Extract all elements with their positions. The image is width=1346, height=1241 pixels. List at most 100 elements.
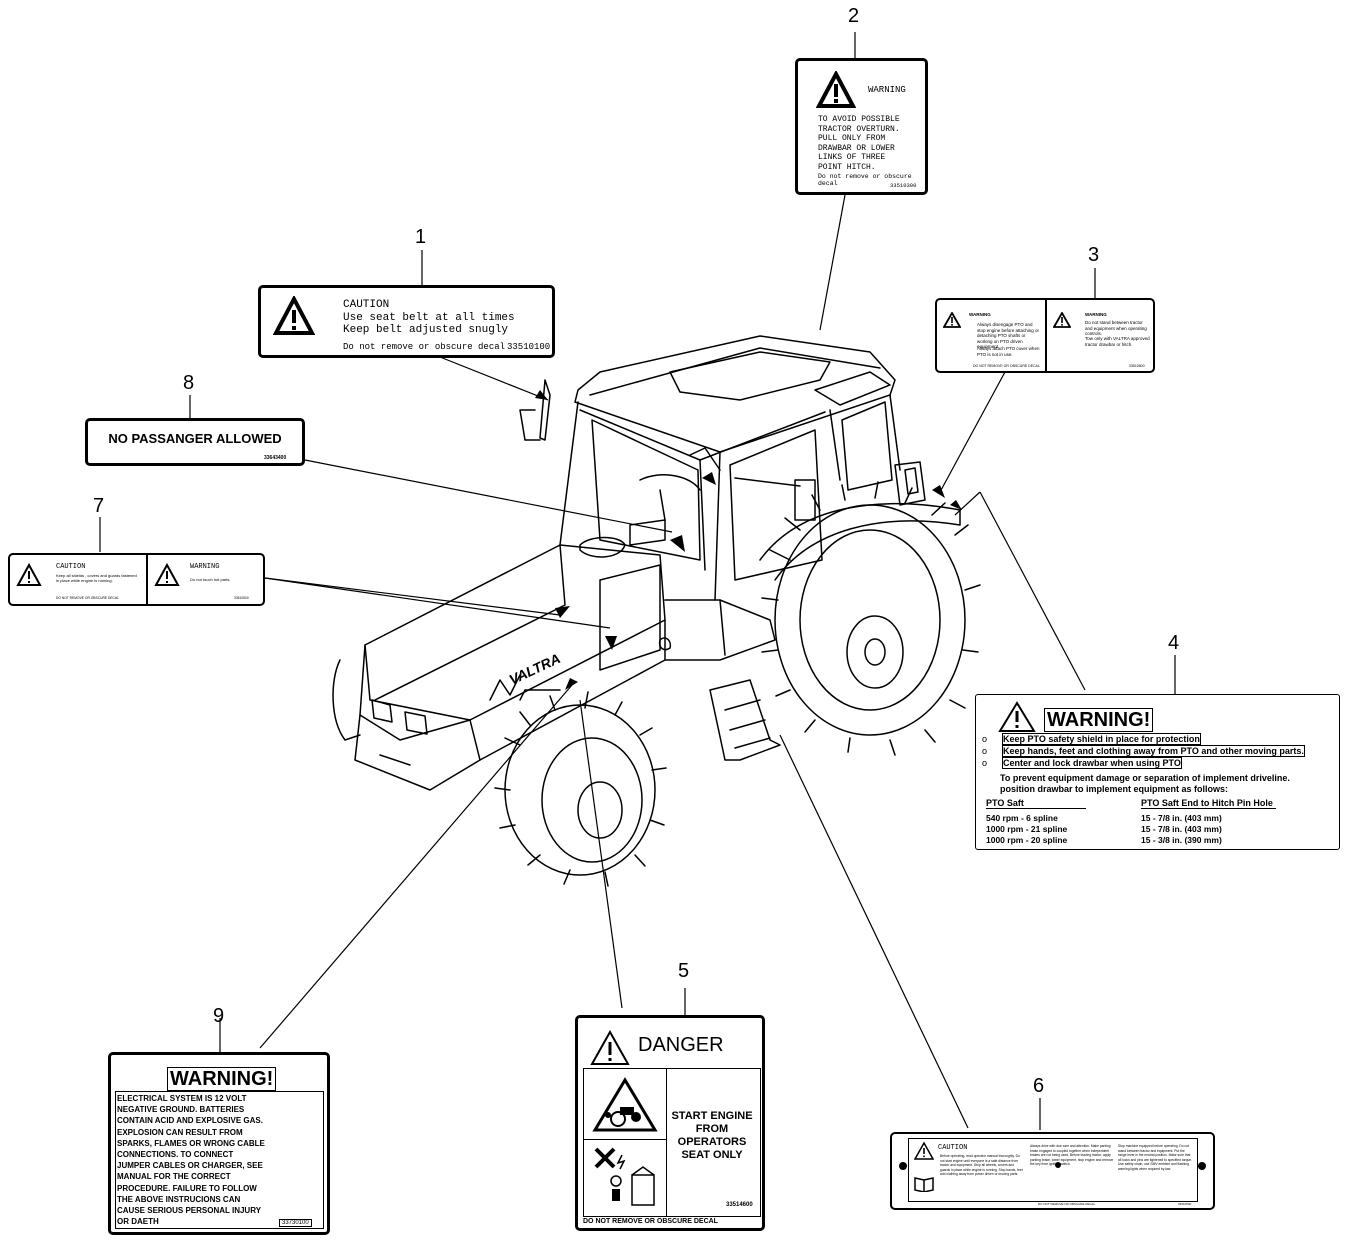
decal-2-heading: WARNING bbox=[868, 85, 906, 95]
decal-4-cell: 540 rpm - 6 spline bbox=[986, 813, 1058, 823]
warning-triangle-icon bbox=[154, 563, 180, 586]
decal-6-rivet bbox=[899, 1162, 907, 1170]
decal-9-line: NEGATIVE GROUND. BATTERIES bbox=[117, 1105, 245, 1115]
decal-1-line-2: Keep belt adjusted snugly bbox=[343, 324, 509, 336]
decal-5-message-line: OPERATORS bbox=[677, 1136, 747, 1148]
decal-3-right-heading: WARNING bbox=[1085, 312, 1107, 317]
callout-2: 2 bbox=[848, 5, 860, 27]
callout-6: 6 bbox=[1033, 1075, 1045, 1097]
leader-lines bbox=[99, 32, 1176, 1130]
decal-9-line: EXPLOSION CAN RESULT FROM bbox=[117, 1127, 243, 1137]
decal-2-line: TO AVOID POSSIBLE bbox=[818, 115, 900, 124]
decal-5-footer: DO NOT REMOVE OR OBSCURE DECAL bbox=[583, 1218, 718, 1225]
callout-7: 7 bbox=[93, 495, 105, 517]
decal-2-line: LINKS OF THREE bbox=[818, 153, 886, 162]
battery-spark-hazard-icon bbox=[594, 1147, 655, 1206]
decal-7-shields-hot-parts: CAUTION Keep all shields , covers and gu… bbox=[8, 553, 265, 606]
callout-8: 8 bbox=[183, 372, 195, 394]
decal-4-cell: 1000 rpm - 21 spline bbox=[986, 824, 1068, 834]
warning-triangle-icon bbox=[914, 1142, 934, 1160]
decal-4-bullet-text: Keep hands, feet and clothing away from … bbox=[1002, 745, 1305, 757]
decal-7-left-heading: CAUTION bbox=[56, 563, 86, 571]
decal-5-part-number: 33514600 bbox=[726, 1202, 753, 1208]
decal-5-message-line: FROM bbox=[695, 1123, 729, 1135]
decal-5-message-line: START ENGINE bbox=[671, 1110, 753, 1122]
warning-triangle-icon bbox=[1053, 312, 1071, 328]
decal-4-cell: 15 - 7/8 in. (403 mm) bbox=[1141, 813, 1222, 823]
tractor-brand-label: VALTRA bbox=[507, 650, 563, 688]
warning-triangle-icon bbox=[943, 312, 961, 328]
decal-4-col2-header: PTO Saft End to Hitch Pin Hole bbox=[1141, 798, 1276, 809]
decal-6-column-1: Before operating, read operator manual t… bbox=[940, 1154, 1023, 1177]
warning-triangle-icon bbox=[16, 563, 42, 586]
callout-9: 9 bbox=[213, 1005, 225, 1027]
decal-5-horizontal-divider bbox=[584, 1139, 666, 1140]
decal-8-part-number: 33643400 bbox=[264, 455, 287, 461]
decal-1-part-number: 33510100 bbox=[507, 342, 551, 352]
decal-5-danger-start-engine: DANGER START ENGINE FROM OPERATORS SEAT … bbox=[575, 1015, 765, 1231]
decal-4-heading: WARNING! bbox=[1044, 708, 1154, 732]
decal-3-left-text-2: Always attach PTO cover when PTO is not … bbox=[977, 346, 1040, 357]
decal-3-right-text-1: Do not stand between tractor and equipme… bbox=[1085, 320, 1147, 336]
decal-9-line: ELECTRICAL SYSTEM IS 12 VOLT bbox=[117, 1094, 247, 1103]
warning-triangle-icon bbox=[590, 1030, 630, 1065]
decal-2-line: TRACTOR OVERTURN. bbox=[818, 124, 900, 134]
decal-6-part-number: 33510500 bbox=[1178, 1202, 1192, 1206]
decal-4-intro-2: position drawbar to implement equipment … bbox=[1000, 784, 1229, 794]
decal-1-heading: CAUTION bbox=[343, 299, 390, 311]
decal-2-part-number: 33510300 bbox=[890, 182, 917, 189]
decal-4-row: 540 rpm - 6 spline 15 - 7/8 in. (403 mm) bbox=[986, 813, 1222, 824]
decal-6-footer: DO NOT REMOVE OR OBSCURE DECAL bbox=[1038, 1202, 1096, 1206]
decal-4-intro-1: To prevent equipment damage or separatio… bbox=[1000, 773, 1290, 783]
decal-4-cell: 1000 rpm - 20 spline bbox=[986, 835, 1068, 845]
decal-1-footer: Do not remove or obscure decal bbox=[343, 342, 506, 352]
decal-5-message: START ENGINE FROM OPERATORS SEAT ONLY bbox=[666, 1110, 758, 1162]
decal-4-bullet-text: Center and lock drawbar when using PTO bbox=[1002, 757, 1182, 769]
decal-2-text: TO AVOID POSSIBLE TRACTOR OVERTURN. PULL… bbox=[818, 115, 900, 172]
decal-6-heading: CAUTION bbox=[938, 1144, 968, 1152]
decal-1-line-1: Use seat belt at all times bbox=[343, 312, 515, 324]
decal-9-line: THE ABOVE INSTRUCIONS CAN bbox=[117, 1194, 241, 1204]
decal-1-seat-belt: CAUTION Use seat belt at all times Keep … bbox=[258, 285, 555, 358]
warning-triangle-icon bbox=[273, 296, 315, 335]
decal-7-right-text: Do not touch hot parts. bbox=[190, 577, 231, 582]
decal-9-line: CAUSE SERIOUS PERSONAL INJURY bbox=[117, 1206, 262, 1216]
decal-3-left-footer: DO NOT REMOVE OR OBSCURE DECAL bbox=[973, 364, 1040, 368]
decal-7-left-footer: DO NOT REMOVE OR OBSCURE DECAL bbox=[56, 596, 119, 600]
decal-3-right-text-2: Tow only with VALTRA approved tractor dr… bbox=[1085, 336, 1150, 347]
decal-9-battery-warning: WARNING! ELECTRICAL SYSTEM IS 12 VOLT NE… bbox=[108, 1052, 330, 1235]
decal-9-line: PROCEDURE. FAILURE TO FOLLOW bbox=[117, 1183, 257, 1193]
warning-triangle-icon bbox=[998, 701, 1036, 732]
decal-9-line: JUMPER CABLES OR CHARGER, SEE bbox=[117, 1161, 263, 1171]
decal-2-footer: Do not remove or obscure decal bbox=[818, 173, 912, 187]
decal-7-divider bbox=[146, 555, 148, 604]
decal-9-line: SPARKS, FLAMES OR WRONG CABLE bbox=[117, 1138, 265, 1148]
decal-5-message-line: SEAT ONLY bbox=[681, 1149, 743, 1161]
decal-5-vertical-divider bbox=[666, 1069, 667, 1216]
callout-5: 5 bbox=[678, 960, 690, 982]
decal-6-column-2-dot bbox=[1055, 1162, 1061, 1168]
callout-1: 1 bbox=[415, 226, 427, 248]
decal-9-line: OR DAETH bbox=[117, 1217, 159, 1227]
decal-6-inner-frame bbox=[908, 1138, 1198, 1202]
decal-7-right-part-number: 33510500 bbox=[234, 596, 249, 600]
decal-5-pictogram-frame bbox=[583, 1068, 761, 1217]
decal-2-line: DRAWBAR OR LOWER bbox=[818, 143, 895, 153]
decal-9-heading: WARNING! bbox=[167, 1067, 277, 1091]
decal-2-line: POINT HITCH. bbox=[818, 162, 876, 172]
callout-3: 3 bbox=[1088, 244, 1100, 266]
decal-7-right-heading: WARNING bbox=[190, 563, 220, 571]
decal-9-text: ELECTRICAL SYSTEM IS 12 VOLT NEGATIVE GR… bbox=[117, 1093, 265, 1227]
decal-8-text: NO PASSANGER ALLOWED bbox=[108, 431, 282, 446]
callout-4: 4 bbox=[1168, 632, 1180, 654]
decal-4-cell: 15 - 3/8 in. (390 mm) bbox=[1141, 835, 1222, 845]
decal-4-bullet-text: Keep PTO safety shield in place for prot… bbox=[1002, 733, 1201, 745]
decal-9-line: CONTAIN ACID AND EXPLOSIVE GAS. bbox=[117, 1116, 263, 1126]
decal-9-line: MANUAL FOR THE CORRECT bbox=[117, 1172, 231, 1182]
